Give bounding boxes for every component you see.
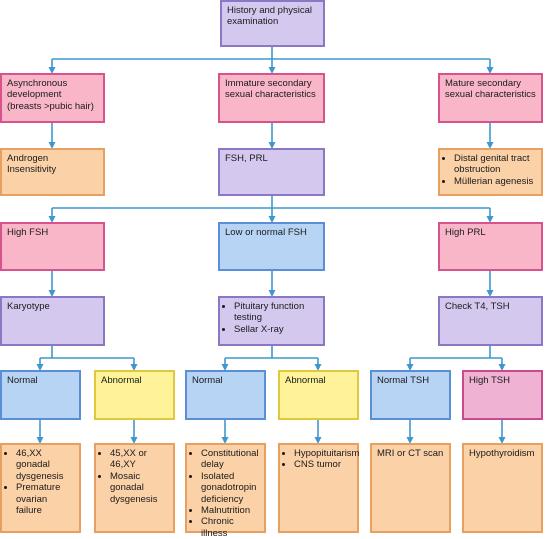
diagnosis-item: CNS tumor bbox=[294, 459, 352, 470]
diagnosis-item: Constitutional delay bbox=[201, 448, 259, 471]
mri-ct-scan-leaf: MRI or CT scan bbox=[370, 443, 451, 533]
gonadal-dysgenesis-leaf: 46,XX gonadal dysgenesis Premature ovari… bbox=[0, 443, 81, 533]
pituitary-normal-node: Normal bbox=[185, 370, 266, 420]
hypothyroidism-leaf: Hypothyroidism bbox=[462, 443, 543, 533]
history-physical-exam-node: History and physical examination bbox=[220, 0, 325, 47]
diagnosis-item: Mosaic gonadal dysgenesis bbox=[110, 471, 168, 505]
mature-secondary-node: Mature secondary sexual characteristics bbox=[438, 73, 543, 123]
low-normal-fsh-node: Low or normal FSH bbox=[218, 222, 325, 271]
diagnosis-item: Malnutrition bbox=[201, 505, 259, 516]
check-t4-tsh-node: Check T4, TSH bbox=[438, 296, 543, 346]
mature-causes-node: Distal genital tract obstruction Mülleri… bbox=[438, 148, 543, 196]
mature-cause-item: Müllerian agenesis bbox=[454, 176, 536, 187]
karyotype-abnormal-node: Abnormal bbox=[94, 370, 175, 420]
androgen-insensitivity-node: Androgen Insensitivity bbox=[0, 148, 105, 196]
hypopituitarism-leaf: Hypopituitarism CNS tumor bbox=[278, 443, 359, 533]
constitutional-delay-leaf: Constitutional delay Isolated gonadotrop… bbox=[185, 443, 266, 539]
mature-cause-item: Distal genital tract obstruction bbox=[454, 153, 536, 176]
diagnosis-item: Premature ovarian failure bbox=[16, 482, 74, 516]
pituitary-test-item: Sellar X-ray bbox=[234, 324, 318, 335]
immature-secondary-node: Immature secondary sexual characteristic… bbox=[218, 73, 325, 123]
normal-tsh-node: Normal TSH bbox=[370, 370, 451, 420]
high-fsh-node: High FSH bbox=[0, 222, 105, 271]
pituitary-test-item: Pituitary function testing bbox=[234, 301, 318, 324]
diagnosis-item: 46,XX gonadal dysgenesis bbox=[16, 448, 74, 482]
diagnosis-item: Isolated gonadotropin deficiency bbox=[201, 471, 259, 505]
high-tsh-node: High TSH bbox=[462, 370, 543, 420]
pituitary-tests-node: Pituitary function testing Sellar X-ray bbox=[218, 296, 325, 346]
diagnosis-item: 45,XX or 46,XY bbox=[110, 448, 168, 471]
karyotype-node: Karyotype bbox=[0, 296, 105, 346]
mosaic-dysgenesis-leaf: 45,XX or 46,XY Mosaic gonadal dysgenesis bbox=[94, 443, 175, 533]
diagnosis-item: Hypopituitarism bbox=[294, 448, 359, 459]
asynchronous-development-node: Asynchronous development (breasts >pubic… bbox=[0, 73, 105, 123]
fsh-prl-node: FSH, PRL bbox=[218, 148, 325, 196]
pituitary-abnormal-node: Abnormal bbox=[278, 370, 359, 420]
diagnosis-item: Chronic illness bbox=[201, 516, 259, 539]
high-prl-node: High PRL bbox=[438, 222, 543, 271]
karyotype-normal-node: Normal bbox=[0, 370, 81, 420]
